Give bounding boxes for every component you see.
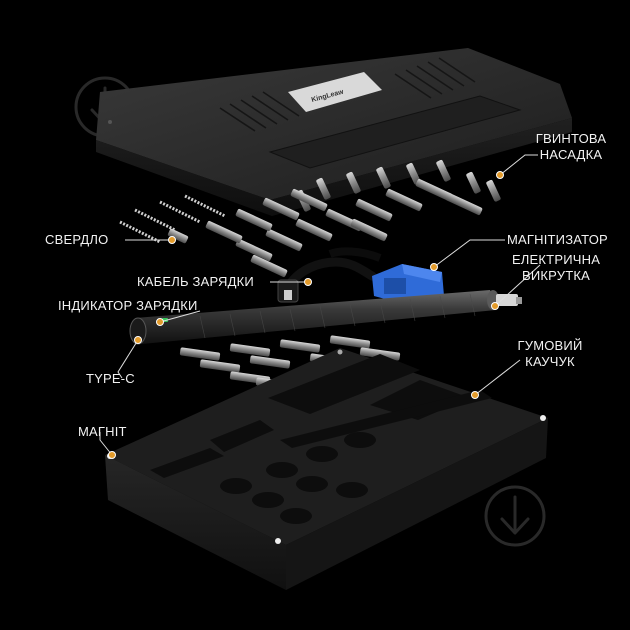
callout-dot xyxy=(108,451,116,459)
case-lid: KingLeaw xyxy=(96,48,572,216)
callout-lines xyxy=(99,154,541,456)
charging-cable xyxy=(277,247,382,303)
brand-plate: KingLeaw xyxy=(288,72,382,112)
callout-dot xyxy=(496,171,504,179)
label-bit-holder: ГВИНТОВА НАСАДКА xyxy=(535,131,607,162)
label-rubber: ГУМОВИЙ КАУЧУК xyxy=(517,338,583,369)
callout-dots xyxy=(108,171,504,459)
label-charging-cable: КАБЕЛЬ ЗАРЯДКИ xyxy=(137,274,254,289)
label-screwdriver: ЕЛЕКТРИЧНА ВИКРУТКА xyxy=(511,252,601,283)
label-magnet: МАГНІТ xyxy=(78,424,127,439)
callout-dot xyxy=(491,302,499,310)
label-drill: СВЕРДЛО xyxy=(45,232,109,247)
callout-dot xyxy=(430,263,438,271)
callout-dot xyxy=(471,391,479,399)
case-tray xyxy=(105,348,548,590)
label-charge-indicator: ІНДИКАТОР ЗАРЯДКИ xyxy=(58,298,198,313)
electric-screwdriver xyxy=(129,290,522,345)
bit-set xyxy=(119,159,501,277)
download-arrow-icon xyxy=(484,485,546,547)
callout-dot xyxy=(304,278,312,286)
label-magnetizer: МАГНІТИЗАТОР xyxy=(507,232,608,247)
callout-dot xyxy=(134,336,142,344)
callout-dot xyxy=(168,236,176,244)
label-type-c: TYPE-C xyxy=(86,371,135,386)
callout-dot xyxy=(156,318,164,326)
